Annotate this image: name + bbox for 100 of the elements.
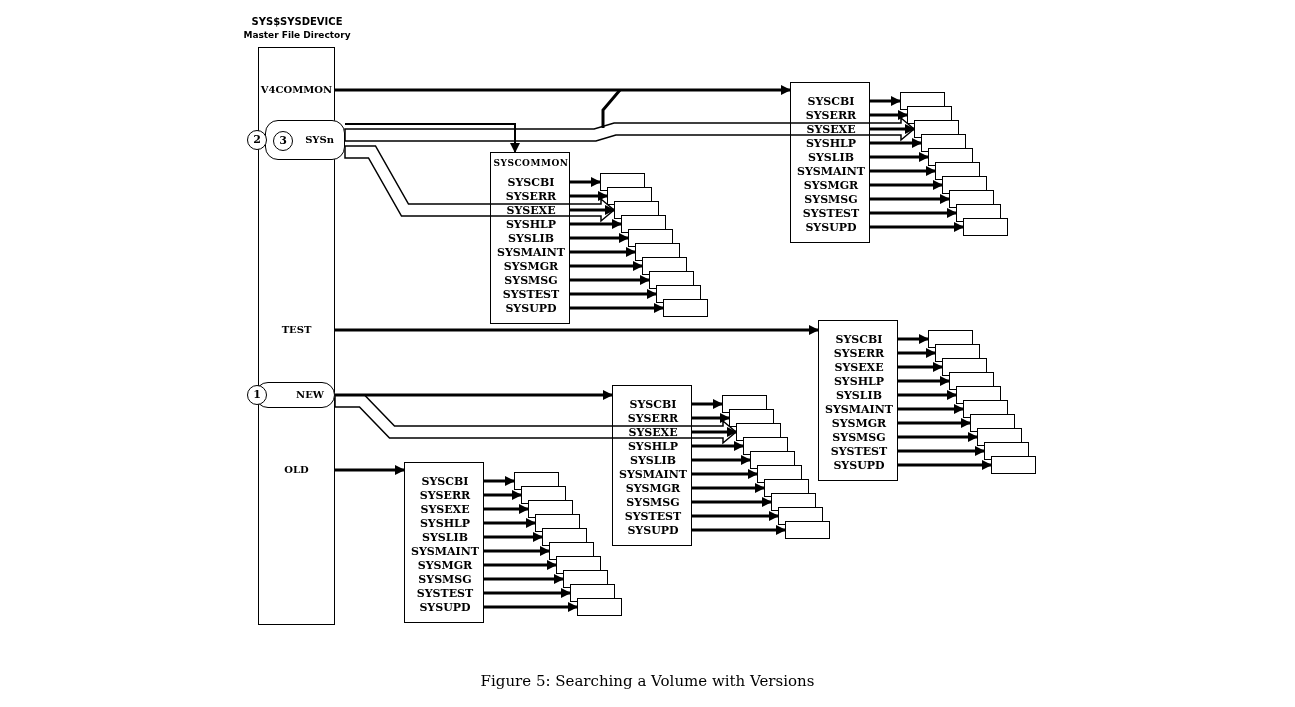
directory-entry: SYSMAINT <box>793 165 869 179</box>
arrow <box>484 588 571 598</box>
arrow <box>692 427 737 437</box>
arrow <box>570 233 629 243</box>
arrow <box>692 525 786 535</box>
directory-entry: SYSHLP <box>493 218 569 232</box>
directory-entry: SYSMAINT <box>493 246 569 260</box>
directory-entry: SYSCBI <box>821 333 897 347</box>
directory-entry: SYSMGR <box>493 260 569 274</box>
directory-entry: SYSEXE <box>793 123 869 137</box>
file-box <box>577 598 622 616</box>
directory-entry: SYSCBI <box>793 95 869 109</box>
directory-entry: SYSEXE <box>493 204 569 218</box>
directory-box <box>818 320 898 481</box>
arrow <box>692 399 723 409</box>
callout-number: 2 <box>247 130 267 150</box>
directory-entry: SYSMSG <box>793 193 869 207</box>
arrow <box>870 96 901 106</box>
directory-entry: SYSMSG <box>493 274 569 288</box>
arrow <box>692 469 758 479</box>
directory-entry: SYSUPD <box>821 459 897 473</box>
arrow <box>484 560 557 570</box>
arrow <box>335 465 405 475</box>
directory-entry: SYSERR <box>407 489 483 503</box>
arrow <box>692 413 730 423</box>
directory-entry: SYSLIB <box>821 389 897 403</box>
directory-entry: SYSMGR <box>407 559 483 573</box>
arrow <box>335 325 819 335</box>
directory-entry: SYSMGR <box>615 482 691 496</box>
directory-entry: SYSERR <box>821 347 897 361</box>
directory-entry: SYSHLP <box>407 517 483 531</box>
arrow <box>870 110 908 120</box>
arrow <box>898 418 971 428</box>
arrow <box>870 208 957 218</box>
arrow <box>484 504 529 514</box>
arrow <box>692 455 751 465</box>
directory-entry: SYSEXE <box>407 503 483 517</box>
directory-entry: SYSHLP <box>793 137 869 151</box>
arrow <box>692 483 765 493</box>
arrow <box>570 261 643 271</box>
arrow <box>692 497 772 507</box>
arrow <box>484 602 578 612</box>
directory-entry: SYSUPD <box>615 524 691 538</box>
directory-entry: SYSEXE <box>615 426 691 440</box>
arrow <box>898 376 950 386</box>
arrow <box>898 390 957 400</box>
directory-box <box>490 152 570 324</box>
directory-entry: SYSEXE <box>821 361 897 375</box>
arrow <box>870 180 943 190</box>
directory-entry: SYSMAINT <box>615 468 691 482</box>
file-box <box>963 218 1008 236</box>
arrow <box>570 275 650 285</box>
arrow <box>344 123 520 153</box>
directory-entry: SYSMAINT <box>821 403 897 417</box>
directory-box <box>612 385 692 546</box>
directory-entry: SYSMSG <box>615 496 691 510</box>
directory-entry: SYSTEST <box>615 510 691 524</box>
directory-entry: SYSMGR <box>821 417 897 431</box>
file-box <box>991 456 1036 474</box>
directory-entry: SYSLIB <box>793 151 869 165</box>
arrow <box>570 303 664 313</box>
arrow <box>570 219 622 229</box>
callout-number: 1 <box>247 385 267 405</box>
directory-title: SYS$SYSDEVICE <box>250 16 344 27</box>
directory-entry: V4COMMON <box>258 82 335 98</box>
arrow <box>484 490 522 500</box>
directory-entry: SYSERR <box>493 190 569 204</box>
arrow <box>898 362 943 372</box>
directory-header: SYSCOMMON <box>492 158 570 168</box>
arrow <box>484 476 515 486</box>
directory-entry: SYSTEST <box>493 288 569 302</box>
arrow <box>335 390 613 400</box>
figure-caption: Figure 5: Searching a Volume with Versions <box>479 672 816 690</box>
arrow <box>898 404 964 414</box>
directory-box <box>790 82 870 243</box>
directory-title: Master File Directory <box>242 30 352 40</box>
arrow <box>692 511 779 521</box>
directory-entry: SYSERR <box>615 412 691 426</box>
arrow <box>335 85 791 95</box>
file-box <box>663 299 708 317</box>
directory-entry: SYSLIB <box>615 454 691 468</box>
arrow <box>870 222 964 232</box>
directory-entry: SYSCBI <box>493 176 569 190</box>
arrow <box>898 460 992 470</box>
directory-entry: TEST <box>258 322 335 338</box>
arrow <box>692 441 744 451</box>
arrow <box>898 432 978 442</box>
directory-entry: SYSERR <box>793 109 869 123</box>
arrow <box>570 191 608 201</box>
directory-entry: OLD <box>258 462 335 478</box>
arrow <box>870 124 915 134</box>
directory-entry: SYSTEST <box>407 587 483 601</box>
directory-entry: SYSLIB <box>407 531 483 545</box>
directory-entry: SYSHLP <box>615 440 691 454</box>
directory-entry: SYSUPD <box>493 302 569 316</box>
arrow <box>870 166 936 176</box>
arrow <box>570 205 615 215</box>
entry-tab <box>265 120 345 160</box>
arrow <box>898 446 985 456</box>
arrow <box>484 574 564 584</box>
